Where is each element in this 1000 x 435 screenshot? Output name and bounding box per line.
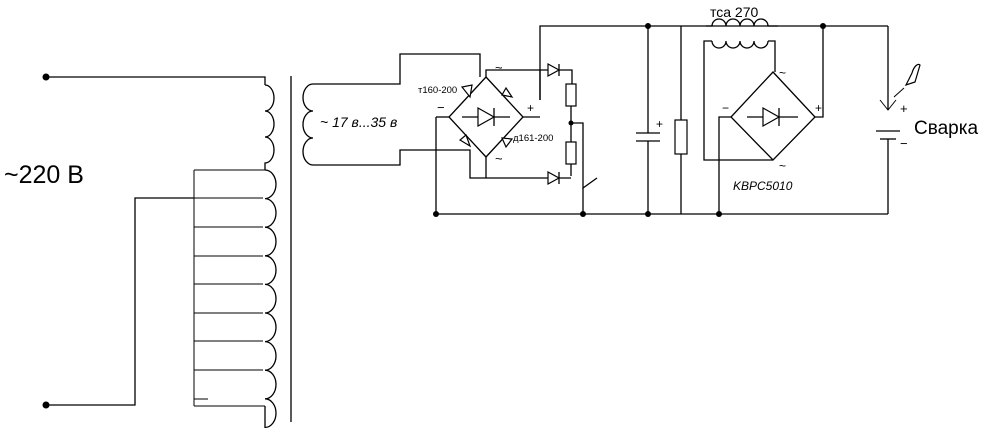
control-diode-bottom (547, 170, 561, 186)
kbpc-bridge (718, 26, 824, 214)
bridge-plus-symbol: + (527, 101, 534, 115)
choke (703, 18, 778, 161)
capacitor-plus-symbol: + (656, 117, 663, 131)
diode-label: д161-200 (513, 133, 553, 144)
bridge-minus-symbol: − (437, 100, 445, 115)
bridge-center-diode (477, 106, 496, 128)
primary-input-leads (42, 73, 266, 409)
diode-lower-left (458, 133, 472, 148)
thyristor-upper-left (460, 84, 473, 99)
bridge-ac-symbol-bottom: ~ (495, 151, 503, 166)
primary-coil-tapped (264, 169, 277, 429)
secondary-voltage-label: ~ 17 в...35 в (320, 114, 397, 130)
filter-capacitor (636, 26, 660, 214)
thyristor-upper-right (501, 86, 514, 98)
kbpc-plus-symbol: + (815, 101, 822, 115)
kbpc-ac-symbol-top: ~ (779, 66, 786, 80)
transformer (193, 76, 314, 429)
control-resistor-top (565, 83, 577, 107)
control-resistor-bottom (565, 141, 577, 165)
output-plus-symbol: + (900, 101, 908, 116)
kbpc-minus-symbol: − (722, 101, 729, 115)
output-label: Сварка (914, 118, 978, 139)
bridge-ac-symbol-top: ~ (495, 60, 503, 75)
thyristor-diode-bridge (436, 76, 540, 158)
primary-coil-upper (264, 84, 275, 170)
secondary-coil (302, 83, 314, 166)
control-diode-top (547, 62, 561, 78)
diode-lower-right (501, 137, 514, 149)
welding-output (876, 26, 921, 214)
tap-switch-contacts (193, 169, 265, 407)
thyristor-label: т160-200 (418, 85, 457, 96)
output-minus-symbol: − (900, 136, 908, 151)
electrode-holder-icon (904, 63, 921, 87)
kbpc-ac-symbol-bottom: ~ (779, 159, 786, 173)
choke-label: тса 270 (710, 4, 759, 20)
mains-voltage-label: ~220 В (4, 161, 84, 189)
bleeder-resistor (674, 26, 688, 214)
kbpc-bridge-label: KBPC5010 (733, 179, 793, 193)
